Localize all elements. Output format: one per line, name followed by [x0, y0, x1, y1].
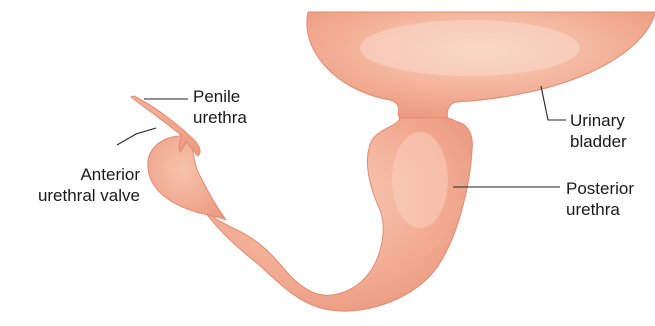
penile-urethra-label: Penile urethra: [193, 86, 247, 128]
posterior-urethra-label-line2: urethra: [566, 199, 634, 220]
anterior-urethral-valve-label-line1: Anterior: [8, 164, 140, 185]
urinary-bladder-label-line2: bladder: [570, 131, 627, 152]
posterior-urethra-label: Posterior urethra: [566, 178, 634, 220]
urinary-bladder-label-line1: Urinary: [570, 110, 627, 131]
anterior-valve-leader: [117, 128, 156, 145]
penile-urethra-label-line2: urethra: [193, 107, 247, 128]
anterior-urethral-valve-label: Anterior urethral valve: [8, 164, 140, 206]
anterior-urethral-valve-label-line2: urethral valve: [8, 185, 140, 206]
penile-urethra-label-line1: Penile: [193, 86, 247, 107]
bladder-highlight: [360, 20, 580, 76]
bulbar-urethra-shape: [148, 136, 226, 220]
posterior-urethra-highlight: [392, 132, 448, 228]
urinary-bladder-leader: [541, 86, 566, 120]
posterior-urethra-label-line1: Posterior: [566, 178, 634, 199]
urinary-bladder-label: Urinary bladder: [570, 110, 627, 152]
